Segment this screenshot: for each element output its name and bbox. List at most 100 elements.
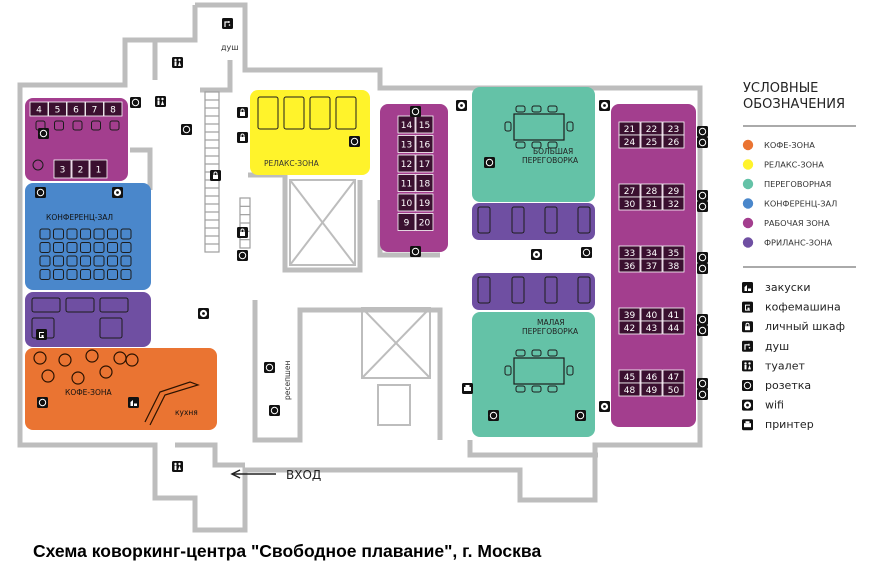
shower-icon-bg (222, 18, 233, 29)
shower-drop (228, 24, 231, 26)
desk-number: 38 (668, 262, 680, 272)
locker-icon (237, 132, 248, 143)
printer-icon (742, 419, 753, 431)
socket-glyph (411, 107, 420, 116)
desk-number: 26 (668, 138, 680, 148)
legend-swatch (742, 237, 754, 248)
entrance-label: ВХОД (286, 468, 321, 482)
toilet-head (161, 97, 164, 101)
socket-icon (697, 201, 708, 212)
shower-icon (742, 340, 753, 352)
desk-number: 27 (624, 187, 635, 197)
chair (477, 206, 491, 234)
lock-shackle (240, 228, 245, 232)
socket-glyph (698, 138, 707, 147)
desk-number: 39 (624, 311, 636, 321)
toilet-icon (155, 96, 166, 107)
socket-glyph (698, 326, 707, 335)
socket-glyph (39, 129, 48, 138)
chair (107, 255, 118, 267)
socket-icon (269, 405, 280, 416)
desk (415, 154, 434, 173)
socket-glyph (698, 390, 707, 399)
desk-number: 5 (55, 105, 61, 115)
toilet-head (178, 58, 181, 62)
socket-icon-bg (130, 97, 141, 108)
socket-icon (410, 106, 421, 117)
desk (640, 134, 663, 149)
wifi-icon (456, 100, 467, 111)
desk-number: 8 (110, 105, 116, 115)
chair (66, 242, 78, 253)
desk-number: 33 (624, 249, 635, 259)
desk-number: 50 (668, 386, 680, 396)
shower-glyph (744, 343, 750, 350)
toilet-body (178, 465, 181, 470)
socket-icon (697, 314, 708, 325)
relax-zone (250, 90, 370, 175)
desk (415, 193, 434, 212)
desk (397, 193, 416, 212)
socket-icon-bg (697, 378, 708, 389)
socket-icon-bg (697, 126, 708, 137)
legend-icon-label: закуски (765, 281, 811, 294)
chair (515, 349, 526, 357)
desk-number: 35 (668, 249, 679, 259)
cafe-table (71, 371, 85, 385)
socket-glyph (698, 315, 707, 324)
big-meeting-zone (472, 87, 595, 202)
chair (547, 349, 558, 357)
toilet-body (161, 100, 164, 105)
desk (66, 101, 86, 117)
desk-number: 6 (73, 105, 79, 115)
map-icons (35, 18, 753, 472)
socket-glyph (270, 406, 279, 415)
legend-icon-label: wifi (765, 399, 784, 412)
chair (511, 276, 525, 304)
socket-icon-bg (349, 136, 360, 147)
chair (39, 228, 51, 240)
kitchen-counter (144, 381, 200, 426)
legend-title-1: УСЛОВНЫЕ (743, 81, 818, 96)
chair (93, 255, 105, 267)
chair (120, 269, 132, 280)
socket-icon-bg (581, 247, 592, 258)
desk-number: 49 (646, 386, 658, 396)
cafe-table (41, 369, 55, 383)
socket-icon-bg (484, 157, 495, 168)
legend-icon-label: розетка (765, 379, 811, 392)
socket-icon-bg (697, 137, 708, 148)
lock-body (213, 175, 218, 179)
toilet-head (748, 362, 751, 365)
socket-icon (264, 362, 275, 373)
desk (662, 382, 685, 397)
cafe-table (33, 351, 47, 365)
printer-paper (745, 421, 750, 424)
chair (257, 96, 279, 130)
chair (577, 276, 591, 304)
small-meeting-zone (472, 312, 595, 437)
socket-icon-bg (237, 250, 248, 261)
desk (397, 154, 416, 173)
coffee-machine-icon (742, 301, 753, 313)
locker-icon (237, 227, 248, 238)
socket-icon-bg (697, 263, 708, 274)
chair (93, 228, 105, 240)
desk (89, 159, 108, 179)
chair (515, 385, 526, 393)
desk-number: 28 (646, 187, 658, 197)
desk-number: 40 (646, 311, 658, 321)
desk (415, 115, 434, 134)
coffee-machine-icon-bg (742, 301, 753, 313)
socket-icon-bg (35, 187, 46, 198)
cafe-table (85, 349, 99, 363)
wifi-glyph-dot (535, 253, 538, 256)
chair (531, 105, 542, 113)
locker-icon (237, 107, 248, 118)
socket-icon-bg (697, 252, 708, 263)
chair (53, 255, 64, 267)
chair (39, 242, 51, 253)
socket-glyph (238, 251, 247, 260)
wifi-icon (198, 308, 209, 319)
desk-number: 12 (401, 160, 412, 170)
